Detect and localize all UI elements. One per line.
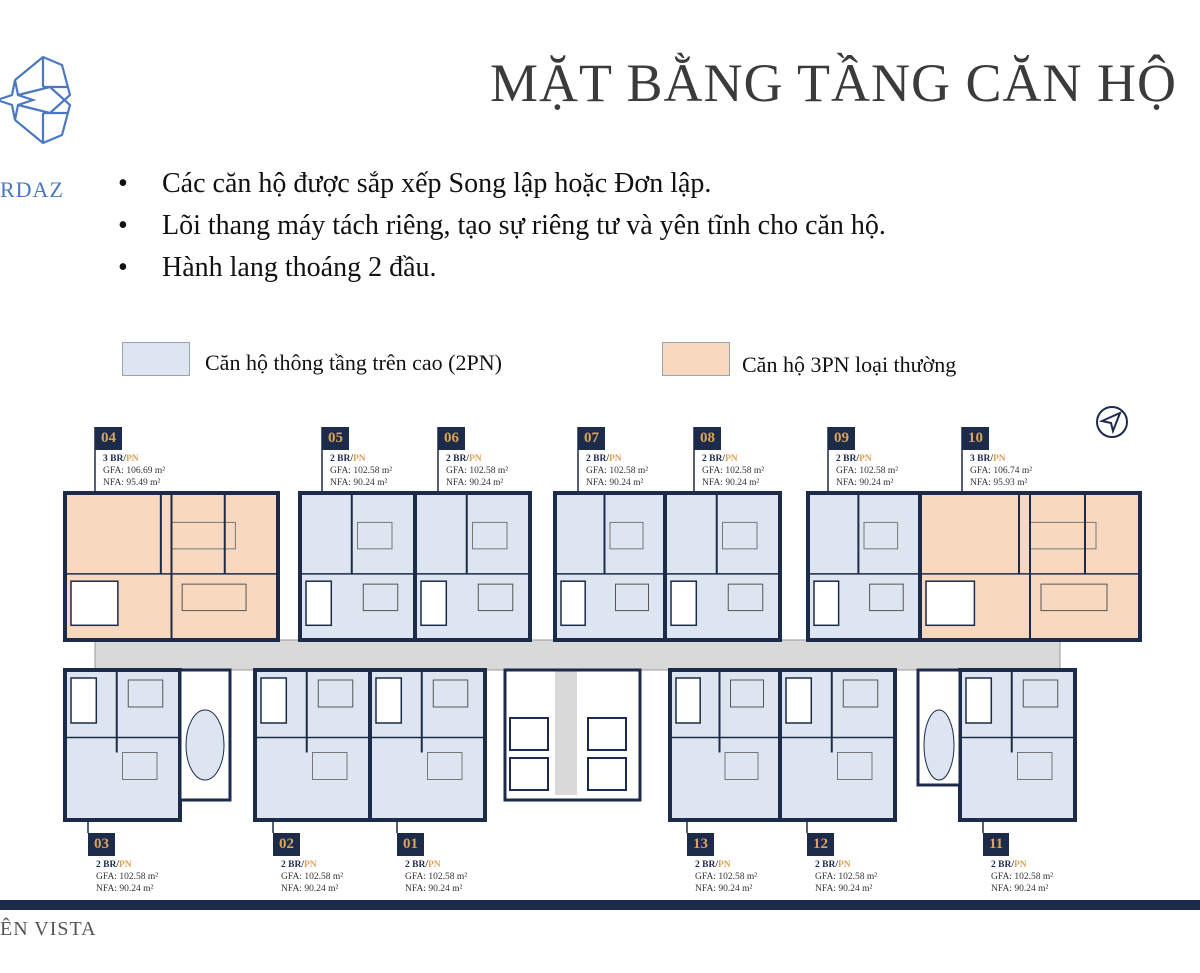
stair bbox=[727, 583, 764, 612]
unit-tag: 01 bbox=[397, 833, 424, 856]
elevator bbox=[509, 717, 549, 751]
stair bbox=[1022, 679, 1059, 708]
bathroom bbox=[965, 677, 993, 724]
unit-08 bbox=[663, 491, 782, 642]
dining-table bbox=[609, 521, 644, 550]
footer-bar bbox=[0, 900, 1200, 910]
bullet-item: •Lõi thang máy tách riêng, tạo sự riêng … bbox=[118, 210, 886, 241]
legend-label-duplex: Căn hộ thông tầng trên cao (2PN) bbox=[205, 350, 502, 375]
bathroom bbox=[70, 580, 119, 627]
bathroom bbox=[785, 677, 813, 724]
unit-tag: 04 bbox=[95, 427, 122, 450]
bathroom bbox=[925, 580, 976, 627]
stair-spiral bbox=[923, 709, 955, 781]
bathroom bbox=[305, 580, 333, 627]
stair bbox=[181, 583, 247, 612]
dining-table bbox=[312, 752, 348, 780]
dining-table bbox=[1017, 752, 1053, 780]
dining-table bbox=[122, 752, 158, 780]
dining-table bbox=[724, 752, 759, 780]
bathroom bbox=[670, 580, 698, 627]
dining-table bbox=[722, 521, 758, 550]
unit-tag: 05 bbox=[322, 427, 349, 450]
stair bbox=[317, 679, 354, 708]
elevator bbox=[509, 757, 549, 791]
bathroom bbox=[675, 677, 701, 724]
logo-text: RDAZ bbox=[0, 177, 64, 202]
unit-tag: 11 bbox=[983, 833, 1010, 856]
stair bbox=[869, 583, 904, 612]
unit-12 bbox=[778, 668, 897, 822]
unit-tag: 03 bbox=[88, 833, 115, 856]
compass-icon bbox=[1096, 406, 1128, 438]
logo-icon bbox=[0, 55, 72, 145]
unit-tag: 12 bbox=[807, 833, 834, 856]
stair bbox=[615, 583, 649, 612]
dining-table bbox=[427, 752, 463, 780]
stair bbox=[477, 583, 514, 612]
stair bbox=[432, 679, 469, 708]
stair-spiral bbox=[185, 709, 225, 781]
dining-table bbox=[837, 752, 873, 780]
bathroom bbox=[813, 580, 840, 627]
unit-tag: 10 bbox=[962, 427, 989, 450]
stair bbox=[842, 679, 879, 708]
legend-label-3pn: Căn hộ 3PN loại thường bbox=[742, 352, 957, 377]
stair bbox=[127, 679, 164, 708]
stair bbox=[362, 583, 399, 612]
unit-tag: 07 bbox=[578, 427, 605, 450]
elevator bbox=[587, 757, 627, 791]
unit-tag: 08 bbox=[694, 427, 721, 450]
unit-tag: 13 bbox=[687, 833, 714, 856]
bathroom bbox=[375, 677, 403, 724]
bullet-item: •Hành lang thoáng 2 đầu. bbox=[118, 252, 437, 283]
bullet-item: •Các căn hộ được sắp xếp Song lập hoặc Đ… bbox=[118, 168, 712, 199]
unit-tag: 02 bbox=[273, 833, 300, 856]
stair bbox=[730, 679, 764, 708]
brand-name: ÊN VISTA bbox=[0, 918, 97, 940]
stair bbox=[1040, 583, 1108, 612]
dining-table bbox=[357, 521, 393, 550]
page-title: MẶT BẰNG TẦNG CĂN HỘ bbox=[490, 53, 1178, 113]
bathroom bbox=[420, 580, 448, 627]
unit-tag: 09 bbox=[828, 427, 855, 450]
corridor-branch bbox=[555, 670, 577, 795]
bathroom bbox=[260, 677, 288, 724]
bathroom bbox=[560, 580, 586, 627]
dining-table bbox=[863, 521, 899, 550]
elevator bbox=[587, 717, 627, 751]
lift-core bbox=[503, 668, 642, 802]
unit-tag: 06 bbox=[438, 427, 465, 450]
legend-swatch-duplex bbox=[122, 342, 190, 376]
bathroom bbox=[70, 677, 98, 724]
corridor bbox=[94, 639, 1061, 671]
dining-table bbox=[472, 521, 508, 550]
legend-swatch-3pn bbox=[662, 342, 730, 376]
